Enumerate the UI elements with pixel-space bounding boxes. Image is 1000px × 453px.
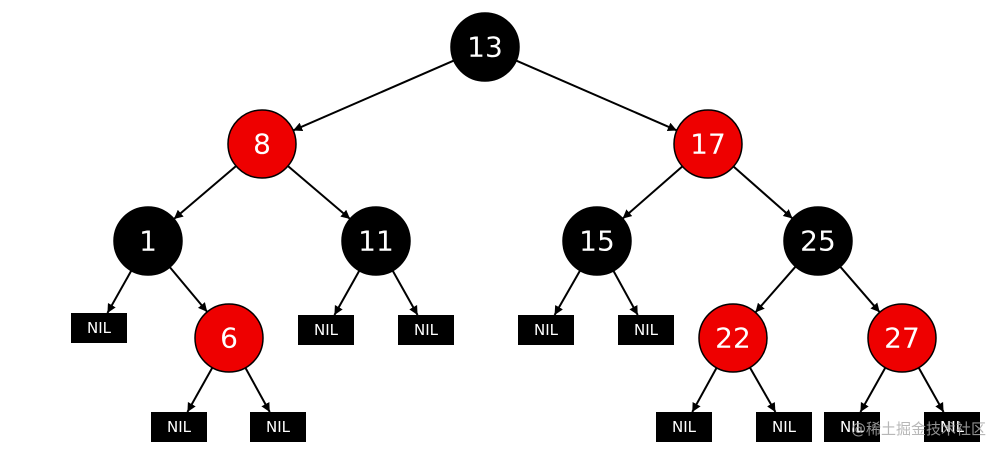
node-circle-black bbox=[113, 206, 183, 276]
tree-node-1: 1 bbox=[113, 206, 183, 276]
edge-n15-nil15b bbox=[612, 270, 639, 316]
tree-node-8: 8 bbox=[227, 109, 297, 179]
nil-box bbox=[756, 412, 812, 442]
nil-box bbox=[151, 412, 207, 442]
node-circle-red bbox=[227, 109, 297, 179]
nil-box bbox=[518, 315, 574, 345]
node-circle-red bbox=[673, 109, 743, 179]
nil-leaf: NIL bbox=[924, 412, 980, 442]
tree-node-13: 13 bbox=[450, 12, 520, 82]
edge-n22-nil22b bbox=[749, 367, 777, 413]
node-label: 11 bbox=[358, 225, 394, 258]
tree-node-27: 27 bbox=[867, 303, 937, 373]
nil-label: NIL bbox=[266, 418, 291, 436]
nil-leaf: NIL bbox=[250, 412, 306, 442]
edge-n8-n1 bbox=[173, 165, 237, 220]
edges-layer bbox=[106, 59, 945, 413]
nil-leaf: NIL bbox=[71, 313, 127, 343]
node-label: 22 bbox=[715, 322, 751, 355]
edge-n13-n17 bbox=[515, 59, 678, 132]
node-label: 27 bbox=[884, 322, 920, 355]
nil-label: NIL bbox=[87, 319, 112, 337]
nil-box bbox=[824, 412, 880, 442]
edge-n27-nil27b bbox=[917, 367, 945, 413]
edge-n1-n6 bbox=[169, 266, 208, 313]
edge-n1-nil1 bbox=[106, 270, 133, 314]
nil-label: NIL bbox=[314, 321, 339, 339]
node-circle-red bbox=[867, 303, 937, 373]
nil-box bbox=[924, 412, 980, 442]
edge-n22-nil22a bbox=[691, 367, 718, 413]
node-circle-red bbox=[698, 303, 768, 373]
nil-label: NIL bbox=[167, 418, 192, 436]
node-label: 15 bbox=[579, 225, 615, 258]
nil-box bbox=[71, 313, 127, 343]
node-label: 17 bbox=[690, 128, 726, 161]
nil-leaf: NIL bbox=[151, 412, 207, 442]
edge-n17-n15 bbox=[621, 165, 684, 220]
node-label: 13 bbox=[467, 31, 503, 64]
node-label: 8 bbox=[253, 128, 271, 161]
tree-node-15: 15 bbox=[562, 206, 632, 276]
nil-box bbox=[398, 315, 454, 345]
node-label: 1 bbox=[139, 225, 157, 258]
edge-n25-n22 bbox=[754, 265, 797, 314]
edge-n13-n8 bbox=[292, 59, 455, 132]
edge-n6-nil6a bbox=[186, 367, 214, 413]
watermark-text: @稀土掘金技术社区 bbox=[850, 420, 986, 438]
tree-node-11: 11 bbox=[341, 206, 411, 276]
node-circle-red bbox=[194, 303, 264, 373]
nil-leaf: NIL bbox=[618, 315, 674, 345]
node-circle-black bbox=[450, 12, 520, 82]
edge-n27-nil27a bbox=[859, 367, 887, 413]
tree-node-25: 25 bbox=[783, 206, 853, 276]
edge-n8-n11 bbox=[287, 165, 351, 220]
edge-n11-nil11a bbox=[333, 270, 361, 316]
nil-leaf: NIL bbox=[518, 315, 574, 345]
node-circle-black bbox=[783, 206, 853, 276]
edge-n15-nil15a bbox=[553, 270, 581, 316]
edge-n11-nil11b bbox=[391, 270, 419, 316]
nil-label: NIL bbox=[672, 418, 697, 436]
nil-leaf: NIL bbox=[398, 315, 454, 345]
nil-label: NIL bbox=[634, 321, 659, 339]
tree-node-17: 17 bbox=[673, 109, 743, 179]
nil-label: NIL bbox=[772, 418, 797, 436]
nil-label: NIL bbox=[840, 418, 865, 436]
node-label: 6 bbox=[220, 322, 238, 355]
nil-label: NIL bbox=[414, 321, 439, 339]
nil-leaf: NIL bbox=[656, 412, 712, 442]
nil-box bbox=[250, 412, 306, 442]
edge-n6-nil6b bbox=[244, 367, 271, 413]
tree-node-6: 6 bbox=[194, 303, 264, 373]
nil-leaf: NIL bbox=[298, 315, 354, 345]
nil-box bbox=[618, 315, 674, 345]
nil-box bbox=[298, 315, 354, 345]
nil-leaf: NIL bbox=[824, 412, 880, 442]
nil-leaf: NIL bbox=[756, 412, 812, 442]
nil-label: NIL bbox=[534, 321, 559, 339]
node-circle-black bbox=[562, 206, 632, 276]
node-label: 25 bbox=[800, 225, 836, 258]
tree-node-22: 22 bbox=[698, 303, 768, 373]
edge-n17-n25 bbox=[732, 165, 794, 220]
edge-n25-n27 bbox=[839, 266, 881, 313]
nil-label: NIL bbox=[940, 418, 965, 436]
nil-box bbox=[656, 412, 712, 442]
node-circle-black bbox=[341, 206, 411, 276]
